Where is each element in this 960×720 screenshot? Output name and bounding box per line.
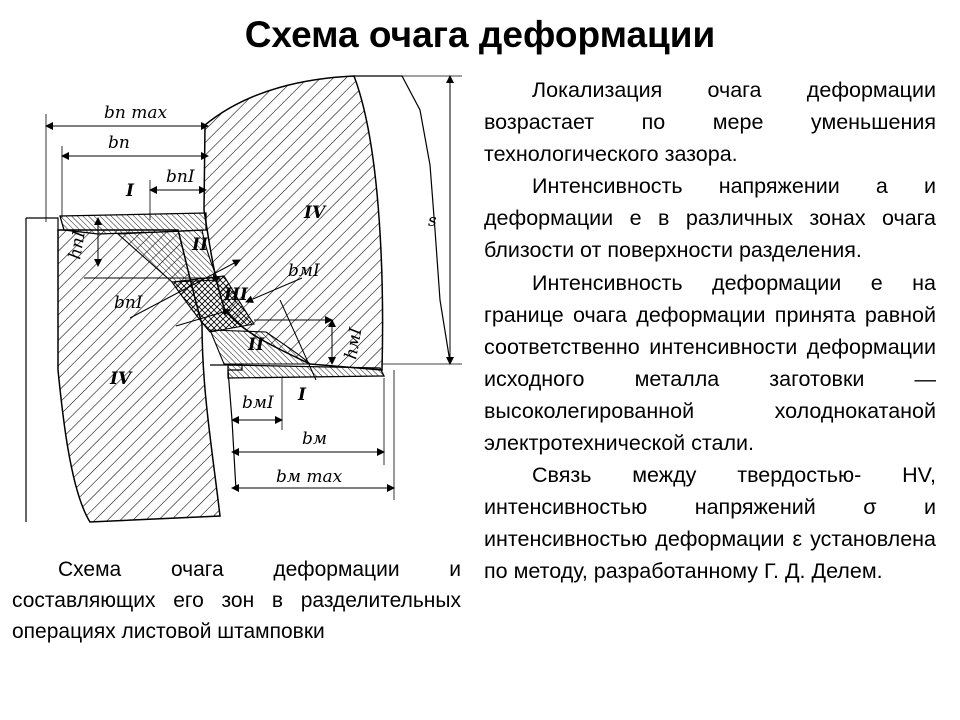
dim-h-p1: hпI	[65, 229, 90, 261]
zone-i-bottom: I	[297, 385, 307, 405]
caption-text: Схема очага деформации и составляющих ег…	[12, 558, 461, 643]
description-text: Локализация очага деформации возрастает …	[484, 74, 936, 588]
paragraph-4: Связь между твердостью- HV, интенсивност…	[484, 463, 936, 584]
dim-b-p1-diag: bпI	[114, 293, 143, 313]
dim-b-m: bм	[302, 429, 327, 449]
dim-b-m-max: bм max	[276, 467, 343, 487]
page-title: Схема очага деформации	[244, 14, 716, 55]
figure-caption: Схема очага деформации и составляющих ег…	[12, 554, 461, 647]
zone-iv-bottom: IV	[109, 369, 133, 389]
deformation-zone-diagram: bп max bп bпI bмI bм bм max s hпI hмI bп…	[10, 70, 470, 550]
dim-b-p1: bпI	[166, 167, 195, 187]
zone-iv-top: IV	[303, 203, 327, 223]
zone-iii: III	[223, 285, 249, 305]
dim-b-m1: bмI	[242, 393, 274, 413]
dim-b-m4: bмI	[288, 261, 320, 281]
paragraph-1: Локализация очага деформации возрастает …	[484, 78, 936, 167]
paragraph-3: Интенсивность деформации е на границе оч…	[484, 270, 936, 456]
paragraph-2: Интенсивность напряжении а и деформации …	[484, 174, 936, 263]
dim-b-p: bп	[108, 133, 130, 153]
dim-b-p-max: bп max	[104, 103, 167, 123]
zone-ii-top: II	[191, 235, 209, 255]
dim-s: s	[428, 211, 437, 231]
zone-i-top: I	[125, 181, 135, 201]
zone-ii-bottom: II	[247, 335, 265, 355]
